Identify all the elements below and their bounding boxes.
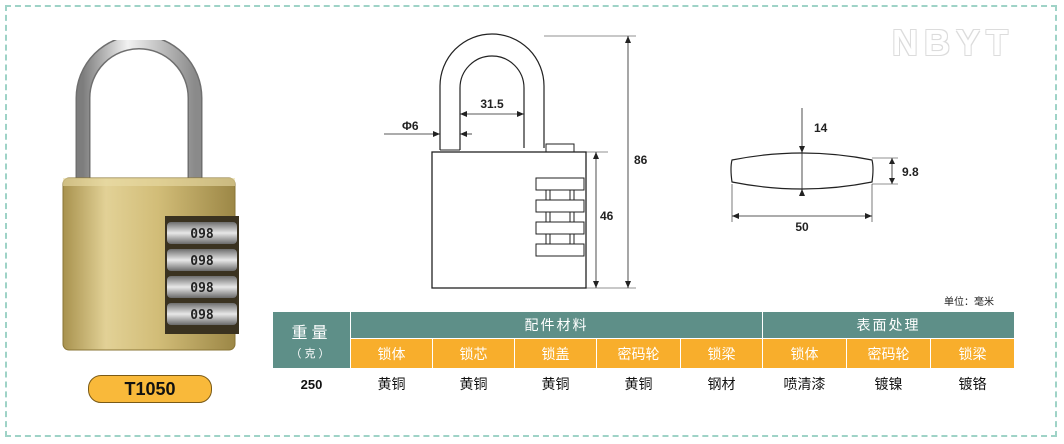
group-header-parts: 配件材料 [350,310,763,340]
column-header: 锁体 [350,338,433,369]
dial-4-digits: 098 [190,308,214,323]
dim-side-height: 9.8 [902,165,919,179]
table-cell: 黄铜 [350,368,433,400]
page-frame [5,5,1057,437]
weight-header: 重量 （克） [272,311,351,369]
table-cell: 钢材 [680,368,763,400]
table-cell: 黄铜 [432,368,515,400]
front-view-drawing: 31.5 Φ6 86 46 [384,33,648,289]
padlock-photo: 098 098 098 098 [62,40,239,351]
group-header-surface: 表面处理 [761,310,1016,340]
table-cell: 黄铜 [596,368,681,400]
combination-dials: 098 098 098 098 [167,222,237,325]
model-badge: T1050 [88,375,212,403]
column-header: 锁梁 [929,338,1016,369]
dial-2-digits: 098 [190,254,214,269]
dim-body-height: 46 [600,209,614,223]
dim-shackle-width: 31.5 [480,97,504,111]
dim-thickness: 14 [814,121,828,135]
column-header: 密码轮 [846,338,931,369]
column-header: 密码轮 [596,338,681,369]
brand-watermark: NBYT [892,22,1014,63]
side-view-drawing: 14 9.8 50 [730,108,919,234]
table-cell: 镀镍 [846,368,931,400]
column-header: 锁体 [762,338,847,369]
dim-width: 50 [795,220,809,234]
table-row: 250 黄铜 黄铜 黄铜 黄铜 钢材 喷清漆 镀镍 镀铬 [272,368,1016,400]
table-cell: 喷清漆 [762,368,847,400]
table-cell: 黄铜 [514,368,597,400]
table-cell: 镀铬 [929,368,1016,400]
weight-header-unit: （克） [290,347,333,360]
column-header: 锁盖 [514,338,597,369]
dial-3-digits: 098 [190,281,214,296]
dim-shackle-diameter: Φ6 [402,119,419,133]
column-header: 锁芯 [432,338,515,369]
dim-total-height: 86 [634,153,648,167]
spec-table: 重量 （克） 配件材料 表面处理 锁体 锁芯 锁盖 密码轮 锁梁 锁体 密码轮 … [272,310,1016,400]
unit-note: 单位：毫米 [944,297,994,308]
dial-1-digits: 098 [190,227,214,242]
weight-header-label: 重量 [291,323,332,342]
column-header: 锁梁 [680,338,763,369]
weight-value: 250 [272,368,351,400]
